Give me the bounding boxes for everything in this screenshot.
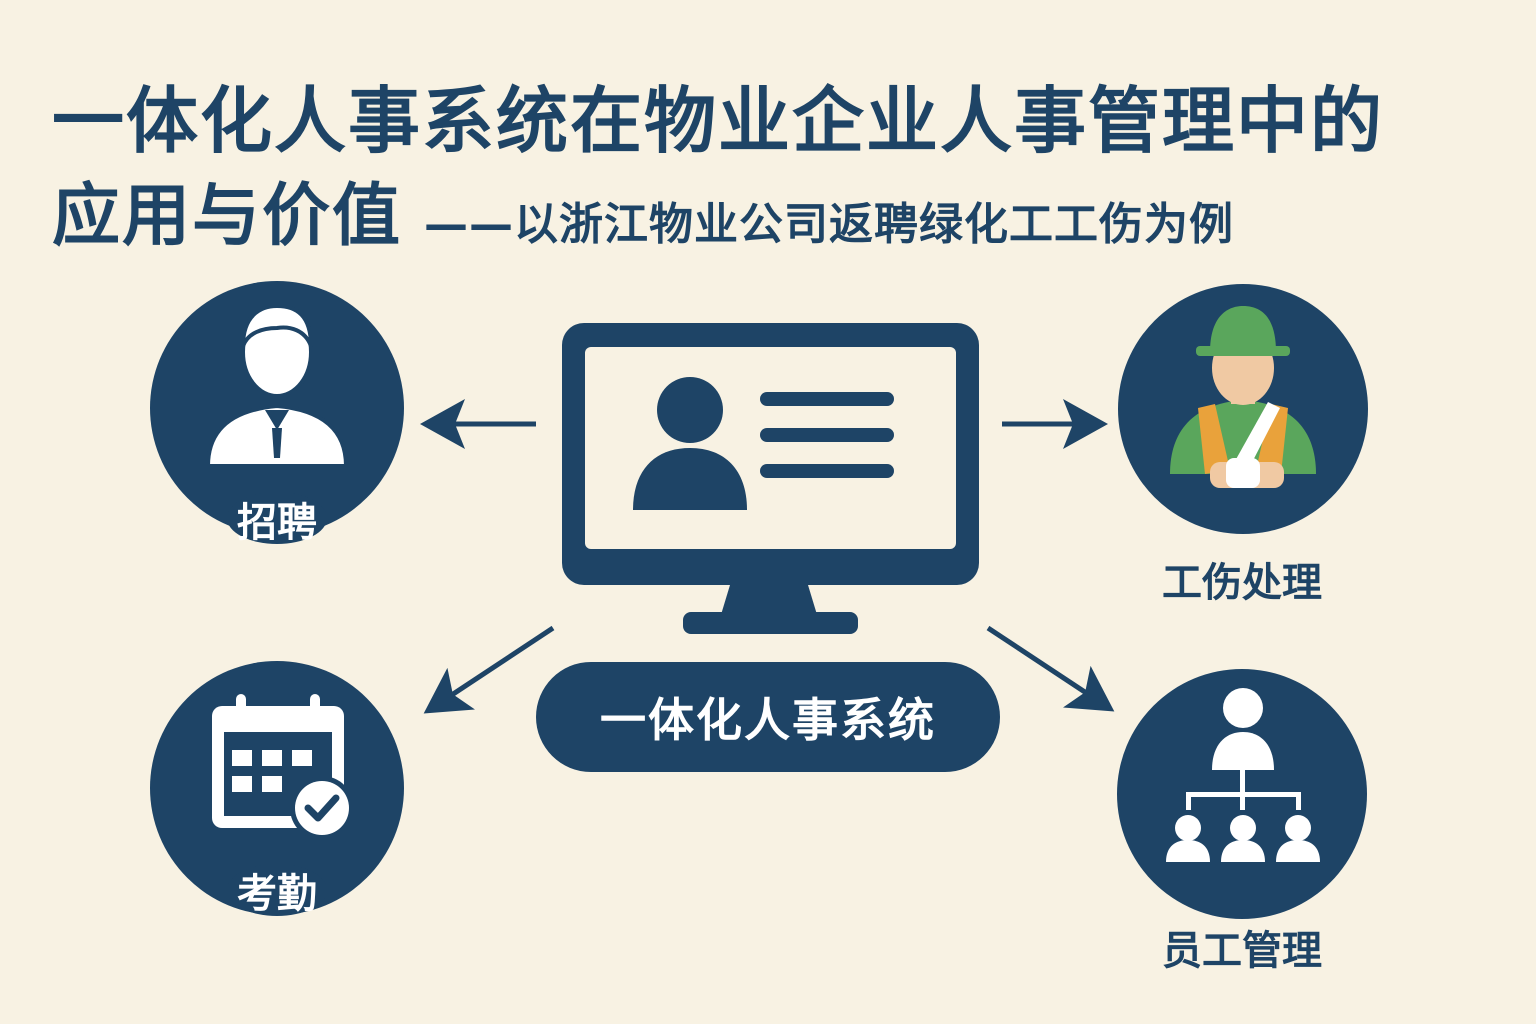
attendance-node (150, 661, 404, 916)
center-pill (536, 662, 1000, 772)
attendance-label: 考勤 (237, 871, 317, 917)
recruiter-person-icon (205, 303, 349, 468)
injury-node (1118, 284, 1368, 534)
calendar-check-icon (212, 694, 354, 840)
employee-mgmt-label: 员工管理 (1162, 928, 1322, 974)
arrow-to-attendance (423, 625, 555, 714)
title-line-2: 应用与价值 ——以浙江物业公司返聘绿化工工伤为例 (52, 160, 1234, 259)
employee-mgmt-node (1117, 669, 1367, 919)
recruitment-node (150, 281, 404, 544)
title-main: 应用与价值 (52, 177, 403, 256)
injury-label: 工伤处理 (1162, 560, 1322, 606)
title-line-1: 一体化人事系统在物业企业人事管理中的 (52, 79, 1385, 163)
recruitment-label: 招聘 (237, 500, 317, 546)
arrow-to-employee-mgmt (986, 625, 1115, 712)
computer-monitor-profile-icon (562, 323, 979, 634)
org-chart-icon (1166, 688, 1320, 862)
injured-worker-icon (1170, 306, 1316, 488)
subtitle: ——以浙江物业公司返聘绿化工工伤为例 (424, 199, 1235, 250)
center-system-label: 一体化人事系统 (600, 693, 936, 747)
